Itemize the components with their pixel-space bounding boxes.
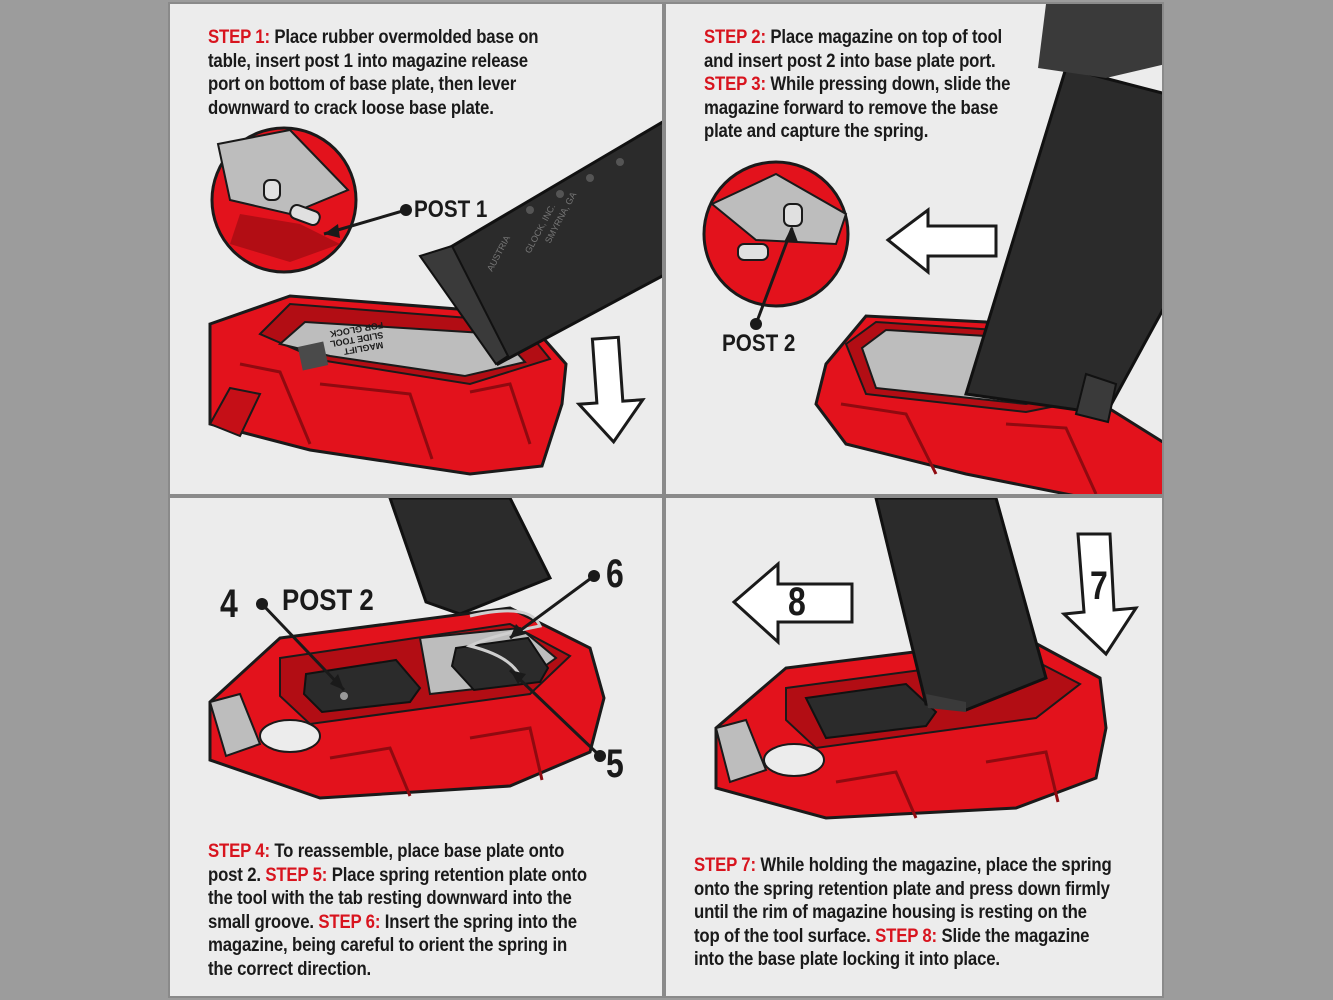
text-line: small groove.: [208, 910, 319, 933]
text-line: the tool with the tab resting downward i…: [208, 887, 572, 909]
step-1-illustration: MAGLIFT SLIDE TOOL FOR GLOCK GLOCK, INC.…: [208, 120, 662, 476]
callout-4-dot: [256, 598, 268, 610]
tool-engraving: MAGLIFT SLIDE TOOL FOR GLOCK: [297, 320, 384, 371]
step-1-label: STEP 1:: [208, 26, 275, 48]
callout-number-4: 4: [220, 582, 238, 626]
step-2-3-panel: STEP 2: Place magazine on top of tool an…: [664, 2, 1164, 496]
text-line: into the base plate locking it into plac…: [694, 948, 1000, 970]
text-line: While holding the magazine, place the sp…: [760, 854, 1112, 876]
post-2-label: POST 2: [282, 584, 374, 617]
magazine: [874, 498, 1048, 712]
step-8-label: STEP 8:: [875, 924, 942, 947]
text-line: magazine forward to remove the base: [704, 96, 999, 119]
text-line: Place magazine on top of tool: [770, 26, 1003, 48]
post-2-detail-magnifier: [702, 160, 850, 308]
step-7-8-panel: 8 7 STEP 7: While holding the magazine, …: [664, 496, 1164, 998]
spring-retention-plate: [450, 636, 550, 692]
step-7-label: STEP 7:: [694, 854, 761, 876]
post-2-label: POST 2: [722, 330, 796, 357]
text-line: post 2.: [208, 863, 266, 886]
magazine: [964, 4, 1162, 424]
step-4-6-panel: 4 POST 2 6 5 STEP 4: To reassemble, plac…: [168, 496, 664, 998]
step-1-panel: MAGLIFT SLIDE TOOL FOR GLOCK GLOCK, INC.…: [168, 2, 664, 496]
step-7-8-text: STEP 7: While holding the magazine, plac…: [694, 854, 1112, 972]
red-tool-base: [208, 294, 568, 476]
text-line: Place spring retention plate onto: [331, 863, 587, 886]
post-2-dot: [750, 318, 762, 330]
step-2-label: STEP 2:: [704, 26, 771, 48]
step-3-label: STEP 3:: [704, 73, 771, 95]
text-line: To reassemble, place base plate onto: [274, 840, 565, 862]
callout-6-line: [509, 574, 595, 640]
post-2-leader-line: [754, 227, 794, 325]
callout-number-6: 6: [606, 552, 624, 596]
step-7-8-illustration: [714, 498, 1139, 820]
text-line: Slide the magazine: [941, 924, 1090, 947]
text-line: until the rim of magazine housing is res…: [694, 901, 1087, 923]
text-line: While pressing down, slide the: [770, 73, 1011, 95]
callout-number-5: 5: [606, 742, 624, 786]
text-line: Insert the spring into the: [384, 910, 577, 933]
text-line: port on bottom of base plate, then lever: [208, 73, 517, 95]
step-1-text: STEP 1: Place rubber overmolded base on …: [208, 26, 539, 120]
down-arrow-icon: [575, 335, 646, 445]
callout-4-line: [260, 602, 346, 692]
step-4-6-illustration: [208, 498, 606, 800]
step-4-6-text: STEP 4: To reassemble, place base plate …: [208, 840, 587, 981]
text-line: the correct direction.: [208, 957, 372, 980]
text-line: table, insert post 1 into magazine relea…: [208, 49, 528, 72]
magazine: GLOCK, INC. SMYRNA, GA AUSTRIA: [418, 120, 662, 366]
callout-6-arrowhead: [510, 624, 526, 638]
arrow-number-7: 7: [1090, 564, 1108, 608]
callout-6-dot: [588, 570, 600, 582]
step-6-label: STEP 6:: [318, 910, 385, 933]
post-1-detail-magnifier: [210, 126, 358, 274]
post-2-arrowhead: [784, 226, 798, 242]
step-2-3-illustration: [702, 4, 1162, 494]
arrow-number-8: 8: [788, 580, 806, 624]
magazine: [388, 498, 553, 616]
post-1-label: POST 1: [414, 196, 488, 223]
text-line: magazine, being careful to orient the sp…: [208, 934, 568, 956]
callout-5-line: [508, 668, 602, 758]
left-arrow-icon: [885, 207, 998, 276]
down-arrow-icon: [1060, 532, 1139, 657]
left-arrow-icon: [731, 560, 854, 646]
text-line: plate and capture the spring.: [704, 120, 929, 142]
text-line: top of the tool surface.: [694, 924, 876, 947]
spring: [465, 609, 543, 677]
text-line: Place rubber overmolded base on: [274, 26, 539, 48]
text-line: downward to crack loose base plate.: [208, 96, 494, 119]
callout-4-arrowhead: [330, 674, 344, 690]
step-2-3-text: STEP 2: Place magazine on top of tool an…: [704, 26, 1010, 144]
red-tool-base: [714, 636, 1108, 820]
text-line: onto the spring retention plate and pres…: [694, 877, 1110, 900]
base-plate: [302, 658, 422, 714]
text-line: and insert post 2 into base plate port.: [704, 49, 996, 72]
post-1-dot: [400, 204, 412, 216]
callout-5-dot: [594, 750, 606, 762]
callout-5-arrowhead: [510, 670, 526, 684]
post-1-arrowhead: [324, 224, 340, 238]
step-5-label: STEP 5:: [265, 863, 332, 886]
step-4-label: STEP 4:: [208, 840, 275, 862]
